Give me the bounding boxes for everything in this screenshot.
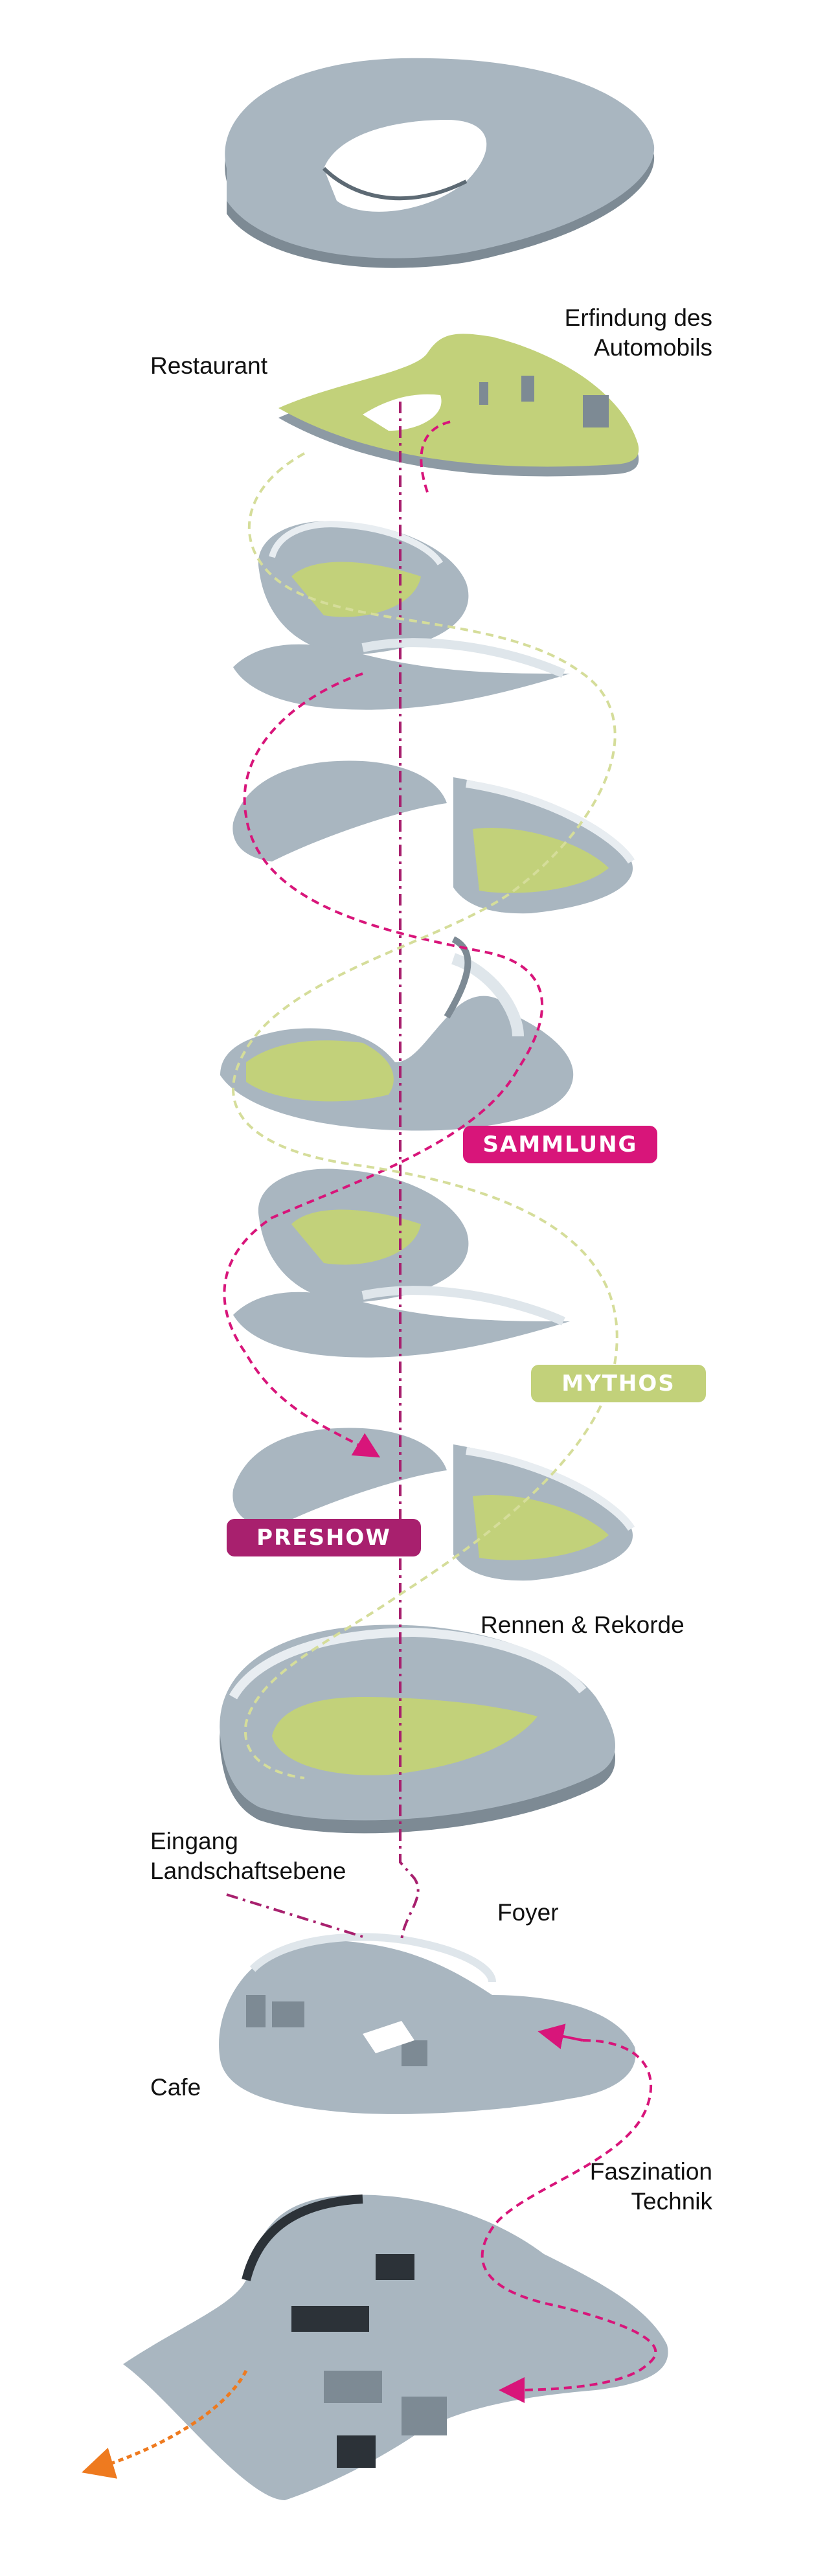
level-4 xyxy=(220,936,574,1131)
level-rennen xyxy=(220,1624,615,1834)
level-foyer xyxy=(219,1933,636,2114)
badge-sammlung: SAMMLUNG xyxy=(463,1126,657,1163)
label-faszination-line1: Faszination xyxy=(589,2158,712,2185)
badge-preshow: PRESHOW xyxy=(227,1519,421,1556)
axis-line xyxy=(399,402,420,1944)
label-faszination-line2: Technik xyxy=(631,2188,712,2215)
entrance-line xyxy=(226,1893,363,1938)
level-5 xyxy=(233,1168,570,1358)
magenta-route xyxy=(223,420,544,1451)
label-cafe: Cafe xyxy=(150,2074,201,2101)
level-restaurant xyxy=(278,334,639,477)
label-faszination: Faszination Technik xyxy=(531,2157,712,2217)
green-route xyxy=(232,452,618,1779)
roof-level xyxy=(225,58,655,268)
exit-route xyxy=(82,2369,248,2479)
label-erfindung-line1: Erfindung des xyxy=(564,304,712,331)
magenta-route-lower xyxy=(481,2039,657,2403)
level-base xyxy=(123,2194,668,2500)
label-foyer: Foyer xyxy=(497,1899,559,1926)
badge-mythos: MYTHOS xyxy=(531,1365,706,1402)
label-erfindung: Erfindung des Automobils xyxy=(531,303,712,363)
label-restaurant: Restaurant xyxy=(150,352,267,379)
label-eingang: Eingang Landschaftsebene xyxy=(150,1827,346,1886)
level-6 xyxy=(232,1428,635,1581)
label-eingang-line2: Landschaftsebene xyxy=(150,1858,346,1884)
level-3 xyxy=(232,760,635,914)
magenta-arrow-foyer xyxy=(538,2023,583,2049)
label-eingang-line1: Eingang xyxy=(150,1828,238,1854)
label-erfindung-line2: Automobils xyxy=(593,334,712,361)
label-rennen: Rennen & Rekorde xyxy=(481,1612,685,1638)
